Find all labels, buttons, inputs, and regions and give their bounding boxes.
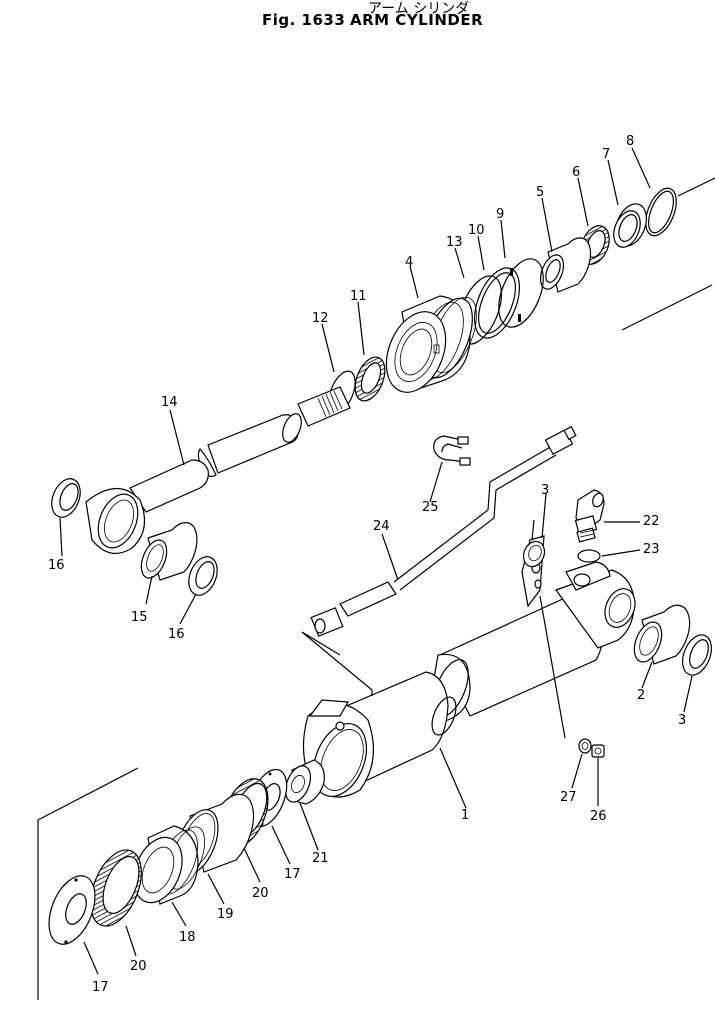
callout-numbers: 1 2 3 3 4 5 6 7 8 9 10 11 12 13 14 15 16…: [48, 134, 686, 995]
callout-11: 11: [350, 289, 367, 304]
part-21-piston-nut: [284, 759, 325, 805]
part-16-dust-seal-right: [188, 556, 218, 596]
callout-23: 23: [643, 542, 660, 557]
callout-17-lower: 17: [92, 980, 109, 995]
part-22-elbow: [574, 489, 605, 543]
pipe-assembly: [301, 425, 577, 691]
callout-18: 18: [179, 930, 196, 945]
callout-16-right: 16: [168, 627, 185, 642]
leader-lines: [59, 147, 693, 975]
callout-5: 5: [536, 185, 544, 200]
callout-15: 15: [131, 610, 148, 625]
part-4-cylinder-head: [385, 295, 477, 393]
part-24-tube: [310, 425, 577, 637]
callout-9: 9: [496, 207, 504, 222]
callout-24: 24: [373, 519, 390, 534]
callout-26: 26: [590, 809, 607, 824]
callout-13: 13: [446, 235, 463, 250]
title-japanese: アーム シリンダ: [368, 1, 469, 17]
callout-1: 1: [461, 808, 469, 823]
callout-3-right: 3: [678, 713, 686, 728]
callout-21: 21: [312, 851, 329, 866]
callout-27: 27: [560, 790, 577, 805]
callout-10: 10: [468, 223, 485, 238]
part-8-snap-ring: [645, 187, 677, 237]
part-14-piston-rod: [85, 386, 351, 555]
part-2-bushing: [633, 604, 691, 665]
callout-4: 4: [405, 255, 413, 270]
part-25-u-bolt: [433, 435, 471, 466]
callout-22: 22: [643, 514, 660, 529]
callout-6: 6: [572, 165, 580, 180]
callout-20-lower: 20: [130, 959, 147, 974]
part-26-nut: [591, 744, 605, 758]
part-3-dust-seal-top: [522, 540, 546, 568]
callout-2: 2: [637, 688, 645, 703]
part-11-bushing: [354, 356, 386, 402]
upper-assembly: [51, 177, 715, 596]
part-20-wear-ring-lower: [90, 849, 142, 927]
callout-19: 19: [217, 907, 234, 922]
cylinder-assembly: [37, 489, 712, 1000]
callout-14: 14: [161, 395, 178, 410]
figure-number: Fig. 1633: [262, 11, 345, 29]
callout-8: 8: [626, 134, 634, 149]
part-17-plate-lower: [48, 875, 96, 945]
callout-7: 7: [602, 147, 610, 162]
part-3-dust-seal-right: [682, 634, 712, 676]
part-7-ring: [613, 203, 647, 248]
part-9-backup-ring: [498, 258, 544, 328]
callout-20-upper: 20: [252, 886, 269, 901]
figure-title: ARM CYLINDER: [350, 11, 483, 29]
part-10-seal-ring: [473, 267, 521, 339]
part-23-o-ring: [577, 549, 601, 563]
part-1-cylinder-tube: [302, 519, 636, 798]
part-15-bushing: [140, 522, 198, 581]
callout-12: 12: [312, 311, 329, 326]
callout-25: 25: [422, 500, 439, 515]
callout-17-upper: 17: [284, 867, 301, 882]
part-16-dust-seal-left: [51, 478, 81, 518]
part-5-bushing: [539, 237, 592, 293]
callout-16-left: 16: [48, 558, 65, 573]
callout-3-top: 3: [541, 483, 549, 498]
part-27-washer: [578, 738, 592, 754]
